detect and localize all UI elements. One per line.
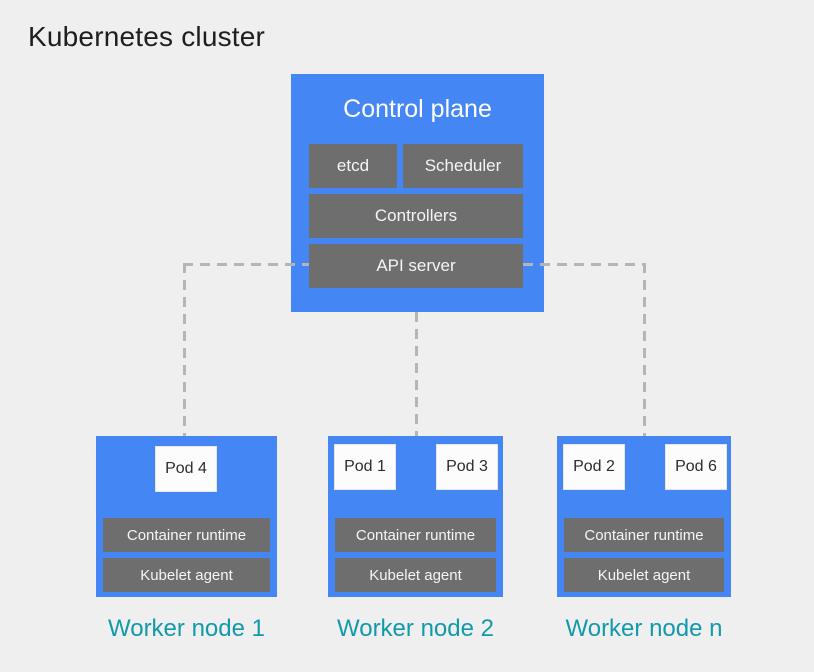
container-runtime-box: Container runtime bbox=[103, 518, 270, 552]
api-server-box: API server bbox=[309, 244, 523, 288]
control-plane-title: Control plane bbox=[343, 95, 492, 123]
diagram-title: Kubernetes cluster bbox=[28, 21, 266, 52]
connector-vertical-right bbox=[643, 263, 646, 436]
kubelet-agent-box: Kubelet agent bbox=[335, 558, 496, 592]
pod-box: Pod 4 bbox=[155, 446, 217, 492]
connector-vertical-middle bbox=[415, 312, 418, 436]
worker-node-1-box: Pod 4 Container runtime Kubelet agent bbox=[96, 436, 277, 597]
connector-horizontal-right bbox=[523, 263, 645, 266]
control-plane-box: Control plane etcd Scheduler Controllers… bbox=[291, 74, 544, 312]
worker-node-n-box: Pod 2 Pod 6 Container runtime Kubelet ag… bbox=[557, 436, 731, 597]
connector-horizontal-left bbox=[183, 263, 309, 266]
worker-node-2-box: Pod 1 Pod 3 Container runtime Kubelet ag… bbox=[328, 436, 503, 597]
worker-node-n-label: Worker node n bbox=[565, 615, 723, 642]
kubelet-agent-box: Kubelet agent bbox=[564, 558, 724, 592]
scheduler-box: Scheduler bbox=[403, 144, 523, 188]
container-runtime-box: Container runtime bbox=[335, 518, 496, 552]
pod-box: Pod 2 bbox=[563, 444, 625, 490]
connector-vertical-left bbox=[183, 263, 186, 436]
worker-node-2-label: Worker node 2 bbox=[337, 615, 494, 642]
container-runtime-box: Container runtime bbox=[564, 518, 724, 552]
pod-box: Pod 6 bbox=[665, 444, 727, 490]
pod-box: Pod 3 bbox=[436, 444, 498, 490]
worker-node-1-label: Worker node 1 bbox=[108, 615, 265, 642]
controllers-box: Controllers bbox=[309, 194, 523, 238]
etcd-box: etcd bbox=[309, 144, 397, 188]
kubelet-agent-box: Kubelet agent bbox=[103, 558, 270, 592]
pod-box: Pod 1 bbox=[334, 444, 396, 490]
